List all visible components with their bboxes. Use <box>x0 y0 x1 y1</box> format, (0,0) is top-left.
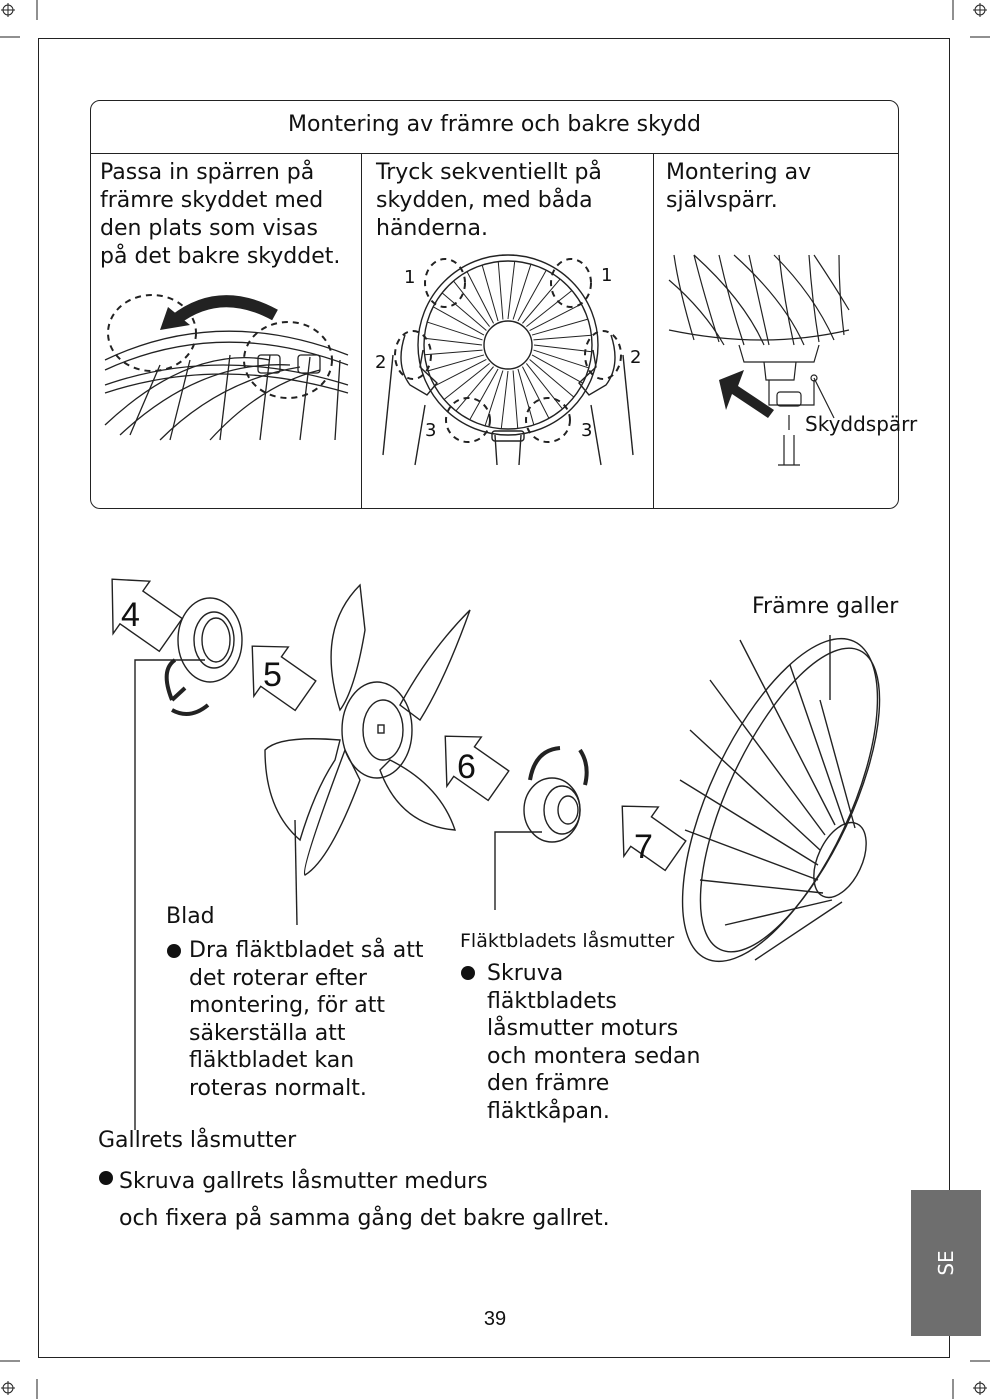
step-3-text: Montering av självspärr. <box>666 160 812 213</box>
step-arrow-6: 6 <box>457 748 476 786</box>
guard-spoke <box>512 264 532 320</box>
guard-spoke <box>427 354 485 372</box>
guard-spoke <box>427 321 483 341</box>
column-divider <box>361 153 362 508</box>
guard-spoke <box>526 290 573 328</box>
guard-spoke <box>441 292 487 331</box>
guard-spoke <box>466 271 495 324</box>
guard-spoke <box>500 370 509 429</box>
guard-spoke <box>517 269 547 322</box>
guard-spoke <box>453 280 491 327</box>
blade-label: Blad <box>166 904 215 929</box>
assembly-steps-box: Montering av främre och bakre skydd Pass… <box>90 100 899 509</box>
press-order-3-left: 3 <box>425 420 437 441</box>
guard-spoke <box>443 362 490 400</box>
guard-spoke <box>512 370 519 429</box>
guard-spoke <box>481 264 499 322</box>
guard-spoke <box>424 349 483 356</box>
bullet-icon <box>461 966 475 980</box>
press-order-2-right: 2 <box>630 347 642 368</box>
guard-spoke <box>522 278 561 324</box>
guard-spoke <box>531 354 584 384</box>
step-arrow-7: 7 <box>634 828 653 866</box>
guard-spoke <box>529 303 582 332</box>
front-grille-label: Främre galler <box>752 594 899 619</box>
step-2-text: Tryck sekventiellt på skydden, med båda … <box>376 160 602 241</box>
page-number: 39 <box>483 1308 507 1330</box>
guard-spoke <box>529 359 575 398</box>
press-order-3-right: 3 <box>581 420 593 441</box>
guard-spoke <box>434 358 487 387</box>
guard-spoke <box>521 366 550 419</box>
page-frame <box>38 38 950 1358</box>
bullet-icon <box>167 944 181 958</box>
press-order-2-left: 2 <box>375 352 387 373</box>
press-order-1-left: 1 <box>404 267 416 288</box>
press-order-1-right: 1 <box>601 265 613 286</box>
guard-spoke <box>455 366 494 412</box>
fan-exploded-diagram <box>111 578 881 1130</box>
guard-alignment-illustration <box>104 294 349 441</box>
grille-nut-instructions: Skruva gallrets låsmutter medurs och fix… <box>119 1169 610 1231</box>
guard-spoke <box>497 261 504 320</box>
section-title: Montering av främre och bakre skydd <box>91 101 898 154</box>
self-lock-illustration <box>668 254 850 466</box>
blade-instructions: Dra fläktbladet så att det roterar efter… <box>189 938 424 1101</box>
guard-spoke <box>424 337 483 346</box>
guard-spoke <box>517 368 535 426</box>
column-divider <box>653 153 654 508</box>
language-tab: SE <box>911 1190 981 1336</box>
guard-spoke <box>507 261 516 320</box>
grille-nut-label: Gallrets låsmutter <box>98 1128 297 1153</box>
bullet-icon <box>99 1171 113 1185</box>
step-1-text: Passa in spärren på främre skyddet med d… <box>100 160 341 269</box>
guard-spoke <box>533 349 589 369</box>
guard-spoke <box>484 370 504 426</box>
guard-spoke <box>533 334 592 341</box>
self-lock-label: Skyddspärr <box>805 412 918 436</box>
guard-press-illustration <box>382 254 634 466</box>
guard-spoke <box>469 368 499 421</box>
blade-nut-instructions: Skruva fläktbladets låsmutter moturs och… <box>487 961 701 1124</box>
guard-spoke <box>533 344 592 353</box>
blade-nut-label: Fläktbladets låsmutter <box>460 930 675 952</box>
guard-spoke <box>432 306 485 336</box>
step-arrow-4: 4 <box>121 596 140 634</box>
language-code: SE <box>934 1250 958 1276</box>
guard-spoke <box>525 363 563 410</box>
guard-spoke <box>531 318 589 336</box>
step-arrow-5: 5 <box>263 656 282 694</box>
